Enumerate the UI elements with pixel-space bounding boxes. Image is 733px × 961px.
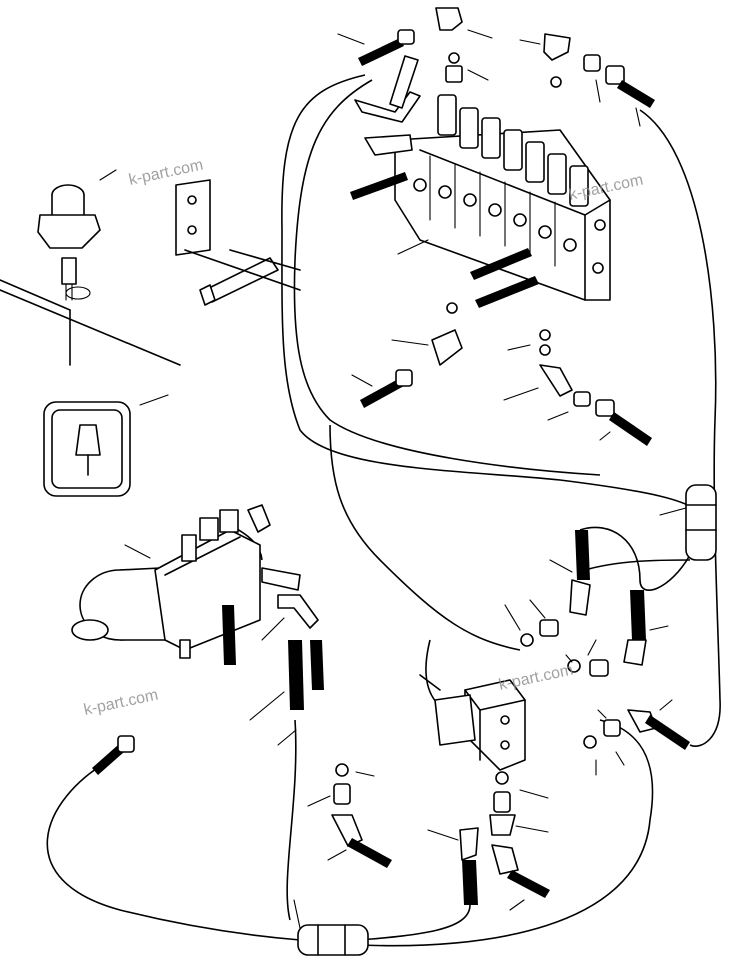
hydraulic-motor: [71, 504, 271, 659]
switch-assembly: [0, 169, 181, 366]
mid-right-fittings: [360, 302, 717, 750]
watermark-text: k-part.com: [497, 662, 574, 694]
callout-leaders: [249, 29, 687, 929]
lower-left-hoses: [92, 567, 324, 775]
watermark-text: k-part.com: [82, 687, 159, 719]
control-valve-bank: [350, 91, 611, 308]
lower-center-fittings: [297, 763, 550, 956]
mounting-bracket: [175, 179, 301, 306]
top-fittings: [358, 7, 655, 109]
hose-routing: [46, 74, 721, 947]
warning-decal: [43, 394, 169, 497]
manifold-block: [419, 674, 526, 771]
